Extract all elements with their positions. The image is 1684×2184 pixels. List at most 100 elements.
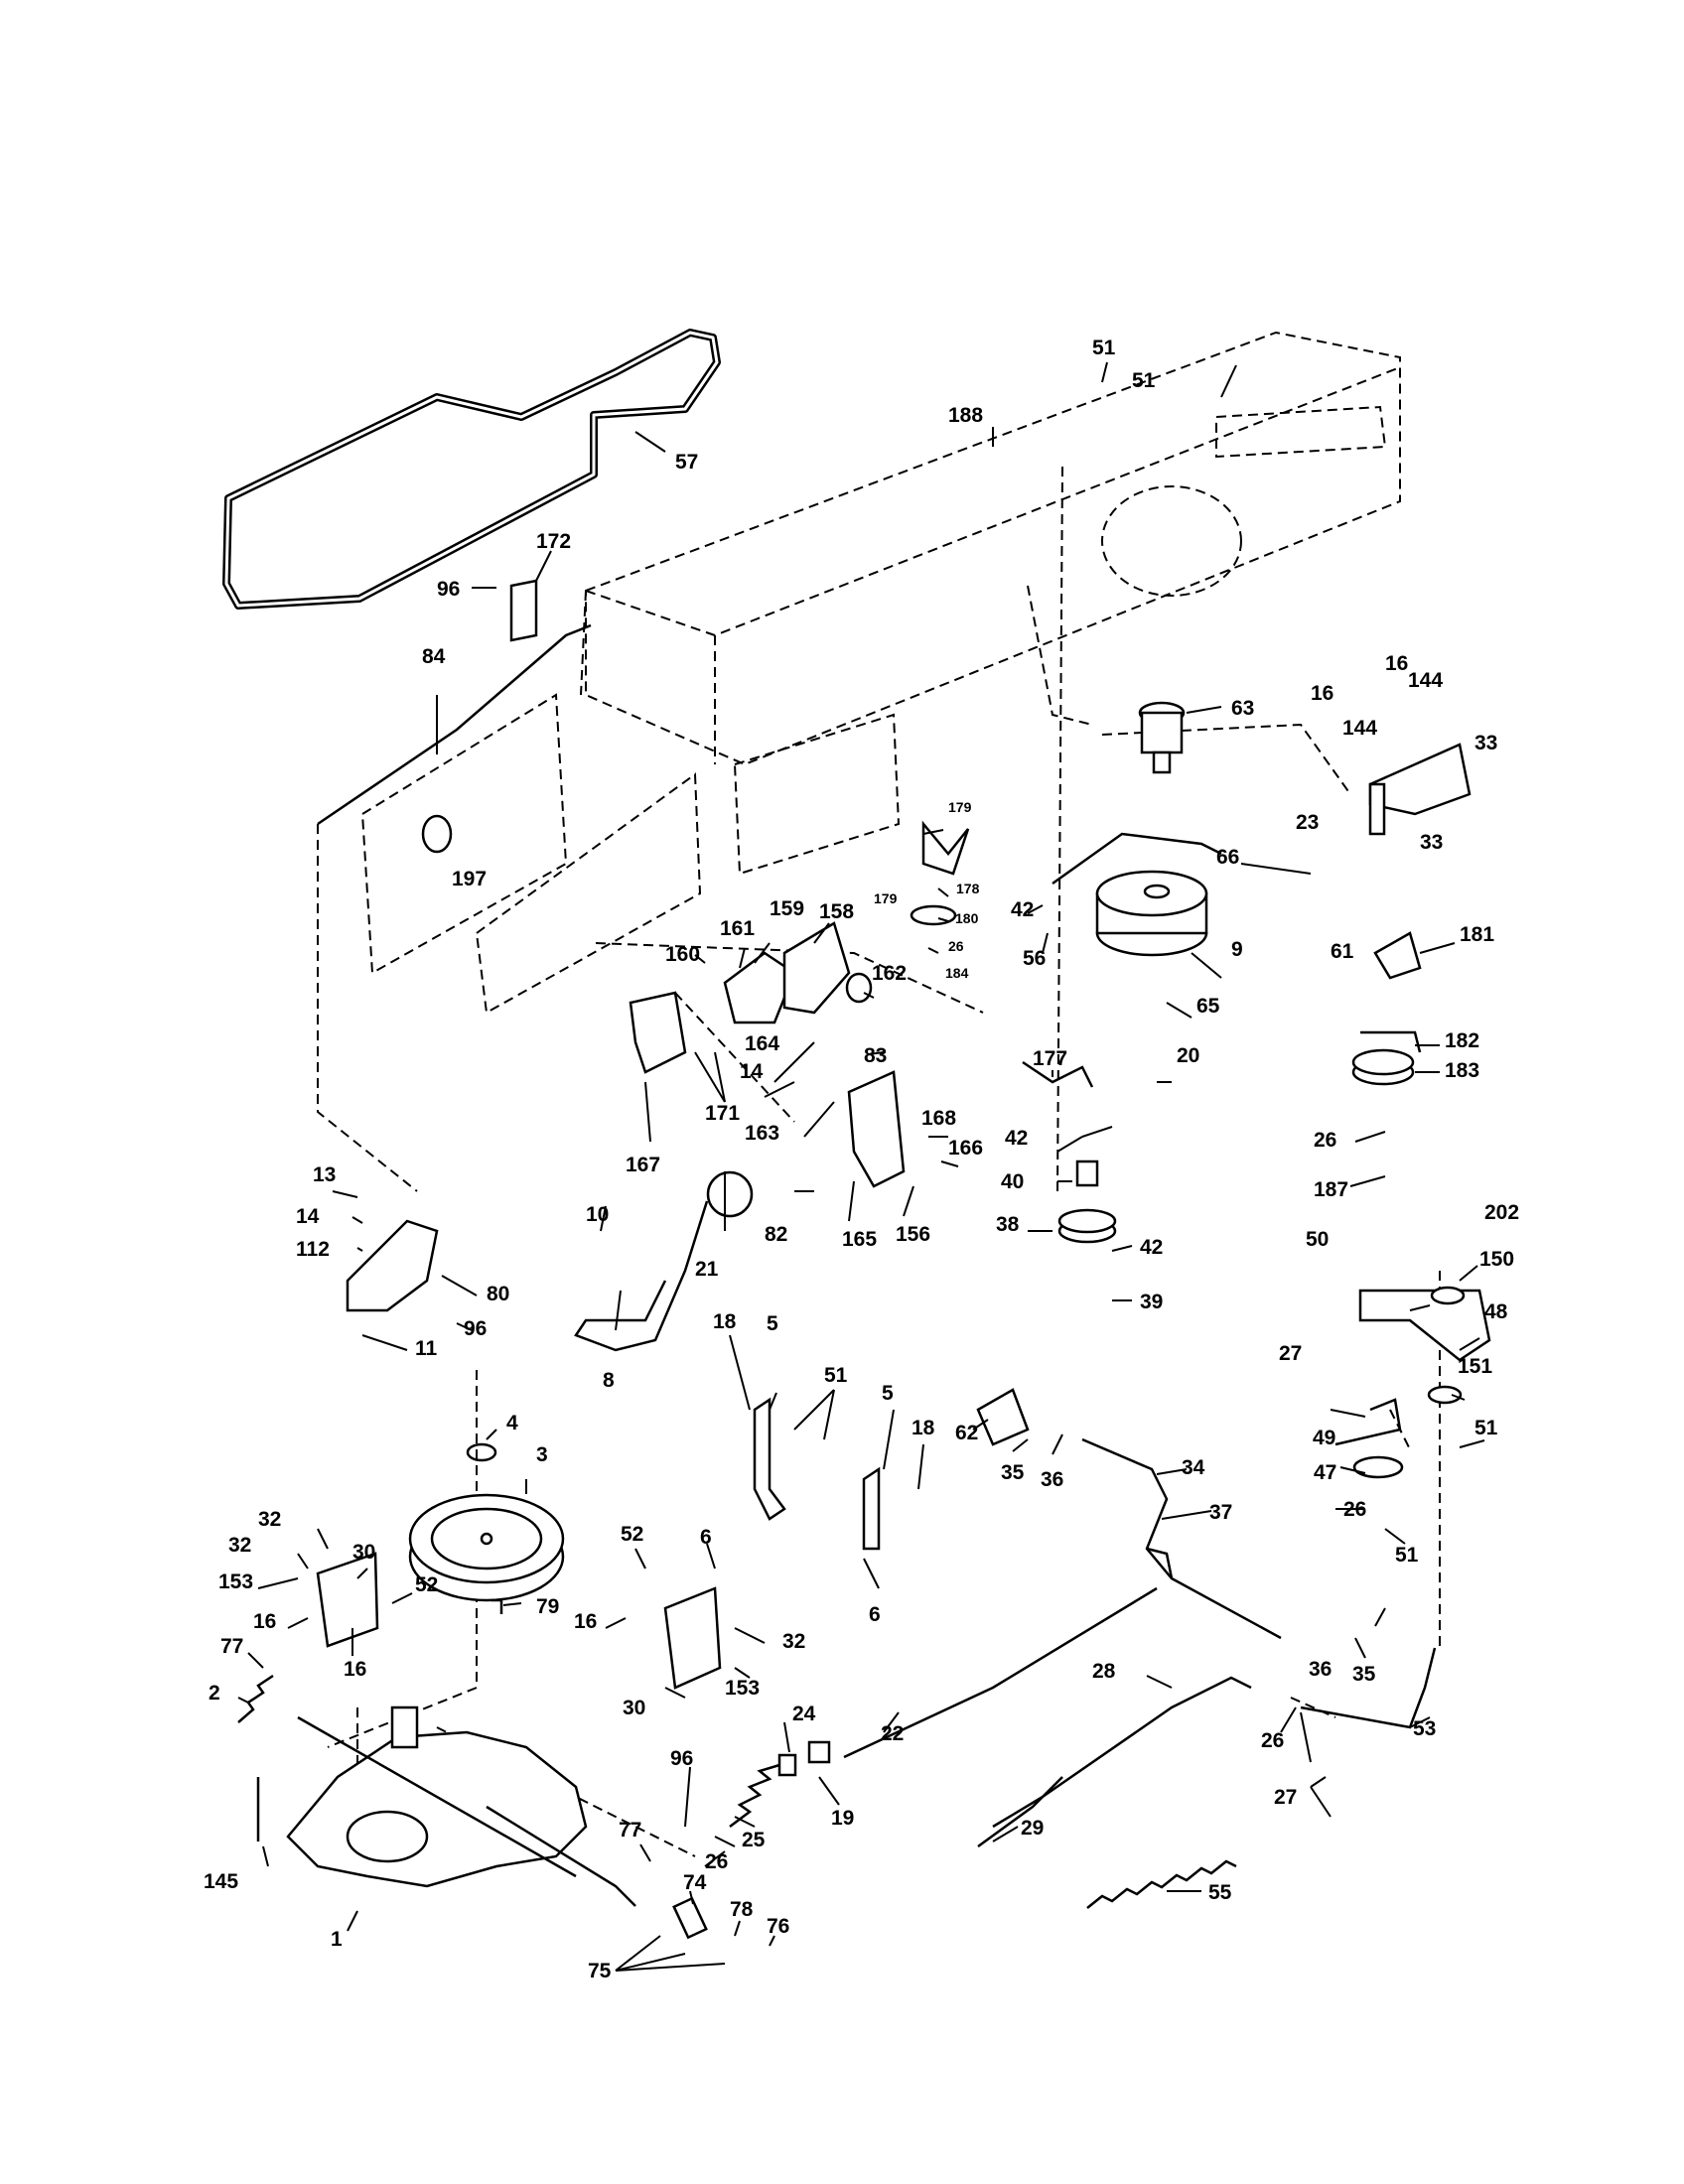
part-28-rod [992, 1676, 1252, 1829]
callout-55: 55 [1208, 1881, 1232, 1904]
callout-26: 26 [705, 1850, 728, 1873]
part-80-bracket [346, 1219, 439, 1312]
callout-144: 144 [1408, 669, 1443, 692]
callout-84: 84 [422, 645, 446, 668]
callout-21: 21 [695, 1258, 719, 1281]
callout-1: 1 [331, 1928, 343, 1951]
callout-144: 144 [1342, 717, 1377, 740]
callout-96: 96 [464, 1317, 487, 1340]
callout-33: 33 [1420, 831, 1443, 854]
part-9-electric-clutch [1095, 870, 1208, 957]
part-172-bracket [509, 579, 538, 642]
callout-77: 77 [220, 1635, 243, 1658]
callout-165: 165 [842, 1228, 877, 1251]
callout-161: 161 [720, 917, 755, 940]
callout-26: 26 [1343, 1498, 1366, 1521]
part-40-bushing [1075, 1160, 1099, 1187]
part-22-rod [843, 1586, 1158, 1759]
callout-3: 3 [536, 1443, 548, 1466]
part-53-rod [1300, 1647, 1437, 1729]
callout-187: 187 [1314, 1178, 1348, 1201]
callout-51: 51 [1092, 337, 1116, 359]
callout-25: 25 [742, 1829, 766, 1851]
callout-75: 75 [588, 1960, 612, 1982]
callout-78: 78 [730, 1898, 754, 1921]
part-24-collar [777, 1753, 797, 1777]
callout-51: 51 [1132, 369, 1156, 392]
callout-79: 79 [536, 1595, 559, 1618]
part-2-spring [237, 1674, 274, 1723]
callout-74: 74 [683, 1871, 707, 1894]
callout-26: 26 [1261, 1729, 1284, 1752]
callout-5: 5 [882, 1382, 894, 1405]
callout-168: 168 [921, 1107, 956, 1130]
callout-181: 181 [1460, 923, 1494, 946]
callout-28: 28 [1092, 1660, 1116, 1683]
callout-166: 166 [948, 1137, 983, 1160]
callout-4: 4 [506, 1412, 518, 1434]
callout-20: 20 [1177, 1044, 1199, 1067]
callout-5: 5 [767, 1312, 778, 1335]
part-1-transaxle [286, 1706, 636, 1907]
callout-29: 29 [1021, 1817, 1044, 1840]
part-167-bracket [629, 991, 687, 1074]
callout-8: 8 [603, 1369, 615, 1392]
callout-32: 32 [258, 1508, 281, 1531]
drive-belt [222, 329, 721, 610]
callout-34: 34 [1182, 1456, 1205, 1479]
callout-6: 6 [700, 1526, 712, 1549]
part-177-wire [1022, 1060, 1094, 1088]
callout-52: 52 [415, 1573, 438, 1596]
callout-11: 11 [415, 1337, 438, 1360]
callout-179: 179 [948, 799, 972, 815]
callout-145: 145 [204, 1870, 238, 1893]
callout-16: 16 [253, 1610, 276, 1633]
callout-23: 23 [1296, 811, 1319, 834]
callout-38: 38 [996, 1213, 1020, 1236]
callout-14: 14 [296, 1205, 320, 1228]
part-23-pin [1368, 782, 1386, 836]
part-84-rod [317, 623, 592, 826]
part-151-spacer [1427, 1385, 1463, 1405]
callout-30: 30 [352, 1541, 375, 1564]
callout-16: 16 [1311, 682, 1333, 705]
callout-40: 40 [1001, 1170, 1024, 1193]
part-181-bracket [1373, 931, 1422, 980]
callout-150: 150 [1479, 1248, 1514, 1271]
callout-37: 37 [1209, 1501, 1232, 1524]
callout-151: 151 [1458, 1355, 1492, 1378]
part-5-bracket-left [753, 1397, 786, 1521]
callout-16: 16 [344, 1658, 366, 1681]
frame-outline [360, 331, 1401, 1015]
part-4-retaining-ring [466, 1442, 497, 1462]
callout-42: 42 [1140, 1236, 1163, 1259]
part-47-pulley [1352, 1455, 1404, 1479]
part-25-spring [729, 1763, 780, 1828]
callout-42: 42 [1005, 1127, 1028, 1150]
callout-13: 13 [313, 1163, 336, 1186]
callout-48: 48 [1484, 1300, 1508, 1323]
callout-22: 22 [881, 1722, 904, 1745]
callout-153: 153 [725, 1677, 760, 1700]
callout-35: 35 [1352, 1663, 1376, 1686]
part-3-transmission-pulley [408, 1493, 565, 1602]
callout-63: 63 [1231, 697, 1254, 720]
callout-167: 167 [626, 1154, 660, 1176]
part-66-wire [1052, 832, 1222, 886]
callout-36: 36 [1309, 1658, 1332, 1681]
part-165-bracket [847, 1070, 906, 1188]
callout-162: 162 [872, 962, 907, 985]
callout-50: 50 [1306, 1228, 1329, 1251]
part-63-spindle [1138, 701, 1186, 774]
part-197-plug [421, 814, 453, 854]
callout-27: 27 [1274, 1786, 1297, 1809]
callout-47: 47 [1314, 1461, 1336, 1484]
callout-18: 18 [713, 1310, 737, 1333]
part-19-collar [807, 1740, 831, 1764]
callout-9: 9 [1231, 938, 1243, 961]
callout-82: 82 [765, 1223, 787, 1246]
part-55-spring [1086, 1859, 1237, 1909]
callout-77: 77 [619, 1819, 641, 1842]
callout-182: 182 [1445, 1029, 1479, 1052]
